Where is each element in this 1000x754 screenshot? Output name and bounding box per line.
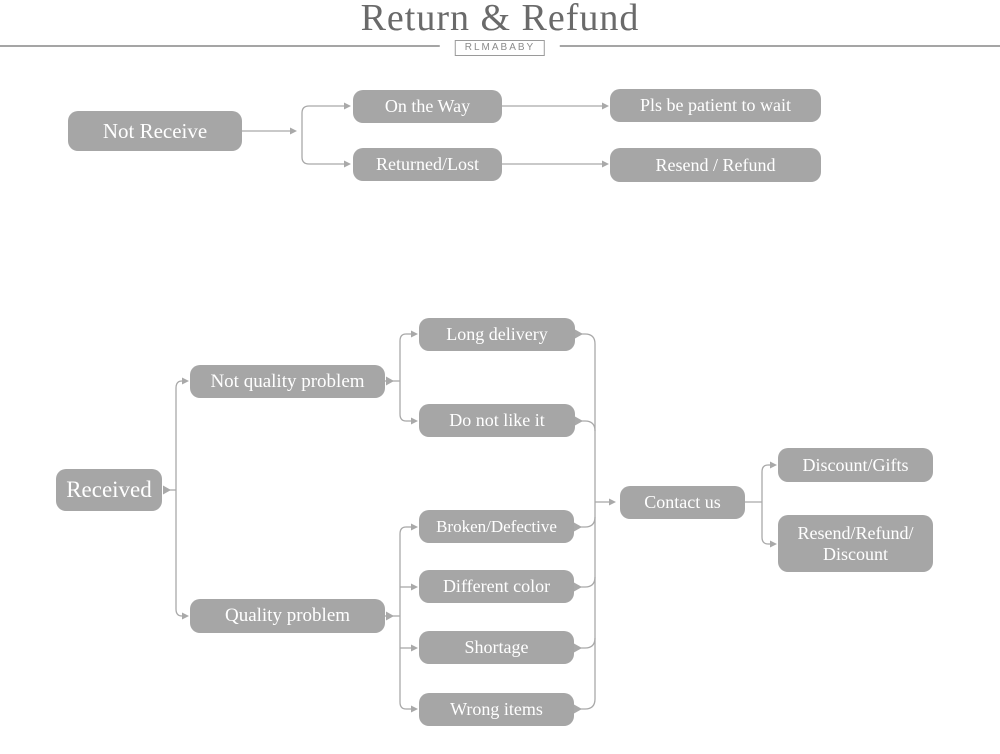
node-not-receive: Not Receive (68, 111, 242, 151)
node-pls-be-patient: Pls be patient to wait (610, 89, 821, 122)
node-on-the-way: On the Way (353, 90, 502, 123)
node-quality-problem: Quality problem (190, 599, 385, 633)
node-long-delivery: Long delivery (419, 318, 575, 351)
brand-badge-wrap: RLMABABY (439, 38, 561, 58)
brand-badge: RLMABABY (454, 40, 546, 56)
node-not-quality-problem: Not quality problem (190, 365, 385, 398)
node-different-color: Different color (419, 570, 574, 603)
node-discount-gifts: Discount/Gifts (778, 448, 933, 482)
node-do-not-like-it: Do not like it (419, 404, 575, 437)
node-resend-refund: Resend / Refund (610, 148, 821, 182)
node-broken-defective: Broken/Defective (419, 510, 574, 543)
node-received: Received (56, 469, 162, 511)
page-title: Return & Refund (360, 0, 640, 39)
node-shortage: Shortage (419, 631, 574, 664)
node-returned-lost: Returned/Lost (353, 148, 502, 181)
node-wrong-items: Wrong items (419, 693, 574, 726)
node-contact-us: Contact us (620, 486, 745, 519)
node-resend-refund-discount-line2: Discount (822, 543, 888, 564)
node-resend-refund-discount-line1: Resend/Refund/ (797, 522, 914, 543)
node-resend-refund-discount: Resend/Refund/ Discount (778, 515, 933, 572)
